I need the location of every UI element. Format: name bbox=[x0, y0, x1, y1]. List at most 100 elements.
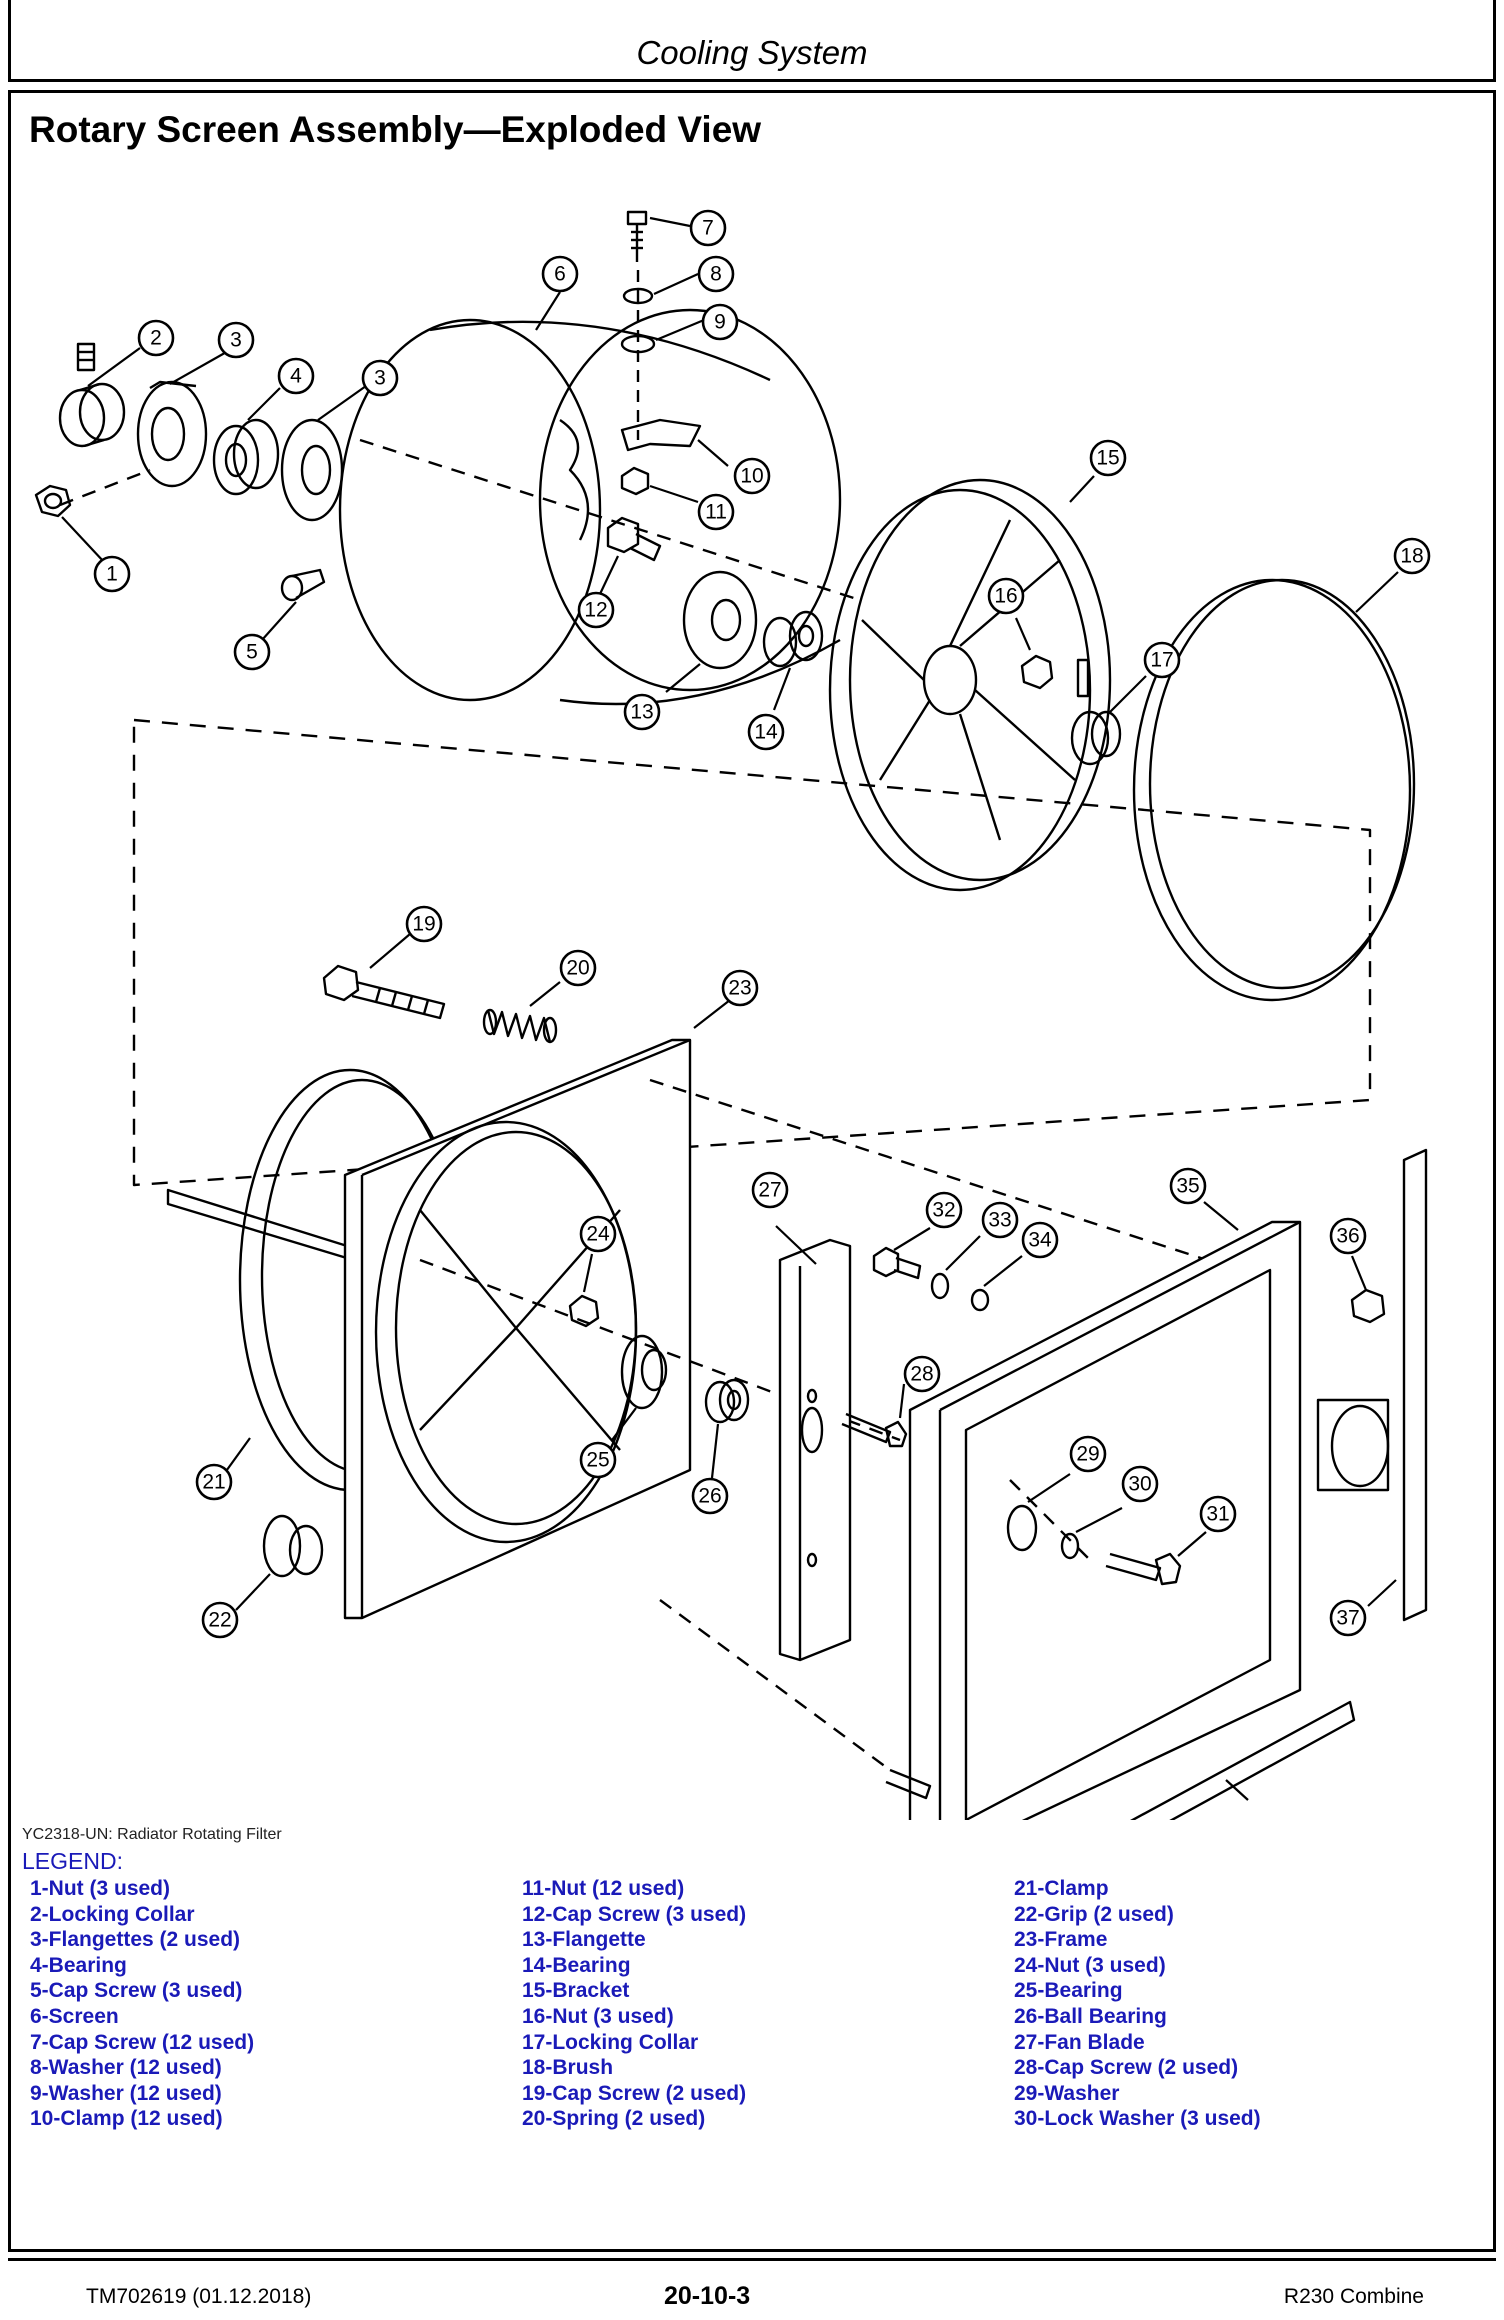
part-bearing-14 bbox=[762, 610, 824, 668]
svg-text:10: 10 bbox=[740, 465, 763, 488]
part-washer-8 bbox=[622, 287, 654, 305]
legend-item: 7-Cap Screw (12 used) bbox=[30, 2030, 255, 2054]
callout-26: 26 bbox=[691, 1477, 729, 1515]
part-nut-11 bbox=[620, 466, 650, 496]
page-title: Rotary Screen Assembly—Exploded View bbox=[29, 109, 762, 150]
callout-17: 17 bbox=[1143, 641, 1181, 679]
callout-22: 22 bbox=[201, 1601, 239, 1639]
legend-item: 13-Flangette bbox=[522, 1928, 646, 1952]
callout-12: 12 bbox=[577, 591, 615, 629]
callout-29: 29 bbox=[1069, 1435, 1107, 1473]
svg-text:35: 35 bbox=[1176, 1175, 1199, 1198]
legend-item: 8-Washer (12 used) bbox=[30, 2056, 222, 2080]
svg-text:15: 15 bbox=[1096, 447, 1119, 470]
svg-text:27: 27 bbox=[758, 1179, 781, 1202]
part-brush-18 bbox=[1132, 578, 1416, 1002]
callout-25: 25 bbox=[579, 1441, 617, 1479]
part-nut-1 bbox=[34, 484, 72, 518]
callout-3a: 3 bbox=[217, 321, 255, 359]
part-screen-6 bbox=[338, 308, 842, 706]
callout-30: 30 bbox=[1121, 1465, 1159, 1503]
part-lock-washer-30 bbox=[1060, 1532, 1080, 1560]
part-frame-23 bbox=[343, 1038, 692, 1620]
legend-item: 29-Washer bbox=[1014, 2081, 1120, 2105]
svg-text:31: 31 bbox=[1206, 1503, 1229, 1526]
callout-35: 35 bbox=[1169, 1167, 1207, 1205]
part-cap-screw-5 bbox=[280, 568, 326, 602]
svg-text:25: 25 bbox=[586, 1449, 609, 1472]
svg-text:3: 3 bbox=[374, 367, 386, 390]
part-flangette-13 bbox=[682, 570, 758, 670]
legend-column-2: 11-Nut (12 used) 12-Cap Screw (3 used) 1… bbox=[522, 1876, 746, 2132]
part-nut-24 bbox=[568, 1294, 600, 1328]
svg-text:30: 30 bbox=[1128, 1473, 1151, 1496]
part-nut-36 bbox=[1350, 1288, 1386, 1324]
svg-text:19: 19 bbox=[412, 913, 435, 936]
part-flangette-3a bbox=[136, 380, 208, 488]
callout-11: 11 bbox=[697, 493, 735, 531]
callout-32: 32 bbox=[925, 1191, 963, 1229]
legend-item: 9-Washer (12 used) bbox=[30, 2081, 222, 2105]
legend-item: 23-Frame bbox=[1014, 1928, 1108, 1952]
legend-item: 2-Locking Collar bbox=[30, 1902, 195, 1926]
legend-title: LEGEND: bbox=[22, 1848, 123, 1874]
legend-item: 10-Clamp (12 used) bbox=[30, 2107, 223, 2131]
callout-27: 27 bbox=[751, 1171, 789, 1209]
legend-item: 27-Fan Blade bbox=[1014, 2030, 1145, 2054]
svg-text:24: 24 bbox=[586, 1223, 610, 1246]
part-cap-screw-32 bbox=[872, 1246, 922, 1280]
header-box: Cooling System bbox=[8, 0, 1496, 82]
callout-33: 33 bbox=[981, 1201, 1019, 1239]
svg-text:37: 37 bbox=[1336, 1607, 1359, 1630]
legend-item: 16-Nut (3 used) bbox=[522, 2004, 674, 2028]
legend-column-1: 1-Nut (3 used) 2-Locking Collar 3-Flange… bbox=[30, 1876, 254, 2132]
svg-text:5: 5 bbox=[246, 641, 258, 664]
legend-column-3: 21-Clamp 22-Grip (2 used) 23-Frame 24-Nu… bbox=[1014, 1876, 1261, 2132]
svg-text:7: 7 bbox=[702, 217, 714, 240]
svg-text:2: 2 bbox=[150, 327, 162, 350]
legend-item: 12-Cap Screw (3 used) bbox=[522, 1902, 747, 1926]
legend-item: 17-Locking Collar bbox=[522, 2030, 699, 2054]
legend-item: 24-Nut (3 used) bbox=[1014, 1953, 1166, 1977]
callout-20: 20 bbox=[559, 949, 597, 987]
callout-4: 4 bbox=[277, 357, 315, 395]
svg-text:8: 8 bbox=[710, 263, 722, 286]
callout-21: 21 bbox=[195, 1463, 233, 1501]
part-cap-screw-19 bbox=[322, 964, 446, 1020]
part-cap-screw-31 bbox=[1105, 1552, 1182, 1586]
svg-text:1: 1 bbox=[106, 563, 118, 586]
part-cap-screw-28 bbox=[841, 1412, 908, 1448]
legend-item: 20-Spring (2 used) bbox=[522, 2107, 706, 2131]
callout-6: 6 bbox=[541, 255, 579, 293]
svg-text:16: 16 bbox=[994, 585, 1017, 608]
callout-37: 37 bbox=[1329, 1599, 1367, 1637]
section-title: Cooling System bbox=[636, 34, 868, 71]
legend-item: 18-Brush bbox=[522, 2056, 614, 2080]
svg-text:9: 9 bbox=[714, 311, 726, 334]
svg-text:36: 36 bbox=[1336, 1225, 1359, 1248]
figure-caption: YC2318-UN: Radiator Rotating Filter bbox=[22, 1826, 282, 1843]
legend-item: 22-Grip (2 used) bbox=[1014, 1902, 1174, 1926]
part-frame-35 bbox=[908, 1220, 1390, 1820]
footer-doc-id: TM702619 (01.12.2018) bbox=[86, 2285, 312, 2308]
legend-item: 30-Lock Washer (3 used) bbox=[1014, 2107, 1261, 2131]
callout-1: 1 bbox=[93, 555, 131, 593]
legend-item: 5-Cap Screw (3 used) bbox=[30, 1979, 243, 2003]
callout-31: 31 bbox=[1199, 1495, 1237, 1533]
callout-3b: 3 bbox=[361, 359, 399, 397]
part-washer-29 bbox=[1006, 1504, 1038, 1552]
callout-19: 19 bbox=[405, 905, 443, 943]
svg-text:22: 22 bbox=[208, 1609, 231, 1632]
part-locking-collar-2 bbox=[58, 342, 126, 448]
callout-8: 8 bbox=[697, 255, 735, 293]
part-fan-blade-27 bbox=[778, 1238, 852, 1662]
part-clamp-10 bbox=[620, 418, 702, 452]
footer-model: R230 Combine bbox=[1283, 2285, 1424, 2308]
part-grip-22 bbox=[262, 1514, 324, 1578]
svg-text:33: 33 bbox=[988, 1209, 1011, 1232]
svg-text:21: 21 bbox=[202, 1471, 225, 1494]
svg-text:29: 29 bbox=[1076, 1443, 1099, 1466]
part-nut-16 bbox=[1020, 654, 1054, 690]
legend-item: 26-Ball Bearing bbox=[1014, 2004, 1167, 2028]
callout-9: 9 bbox=[701, 303, 739, 341]
